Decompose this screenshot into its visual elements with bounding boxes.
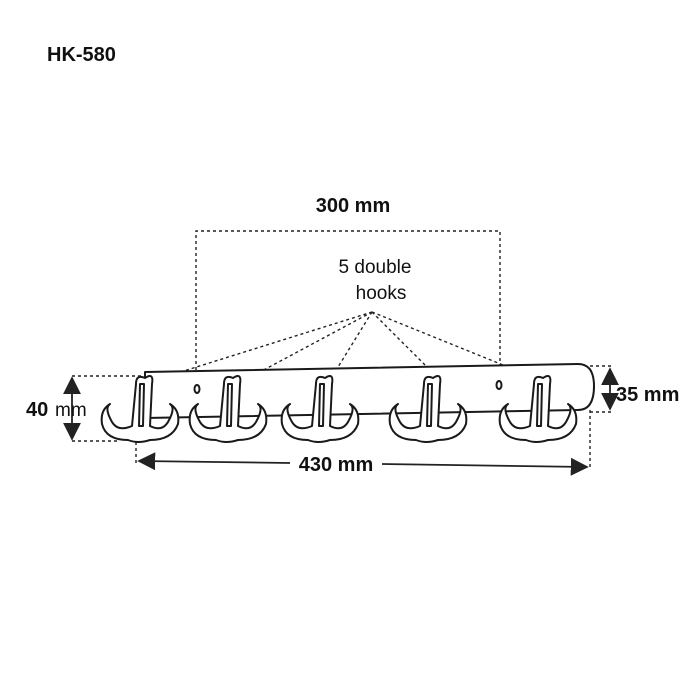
- total-length-dimension: 430 mm: [137, 452, 589, 476]
- bar-height-label: 35 mm: [616, 384, 679, 406]
- bar-height-dimension: 35 mm: [590, 365, 679, 413]
- hook-inner-curve: [318, 383, 325, 427]
- hook-inner-curve: [138, 383, 145, 427]
- callout-line-1: 5 double: [339, 257, 412, 278]
- mounting-rail: [135, 363, 595, 468]
- mounting-hole-left: [193, 384, 201, 394]
- model-title: HK-580: [47, 44, 116, 66]
- hooks-callout: 5 double hooks: [154, 257, 541, 381]
- callout-line-2: hooks: [356, 283, 407, 304]
- hole-spacing-dimension: 300 mm: [195, 195, 501, 388]
- hook-inner-curve: [536, 383, 543, 427]
- hole-spacing-label: 300 mm: [316, 195, 391, 217]
- total-length-label: 430 mm: [299, 454, 374, 476]
- hook-inner-curve: [426, 383, 433, 427]
- hook-height-value: 40: [26, 399, 48, 421]
- mounting-hole-right: [495, 380, 503, 390]
- hook-height-dimension: 40 mm: [26, 375, 148, 442]
- hook-height-unit: mm: [55, 400, 87, 421]
- hooks-group: [100, 375, 578, 443]
- hook-inner-curve: [226, 383, 233, 427]
